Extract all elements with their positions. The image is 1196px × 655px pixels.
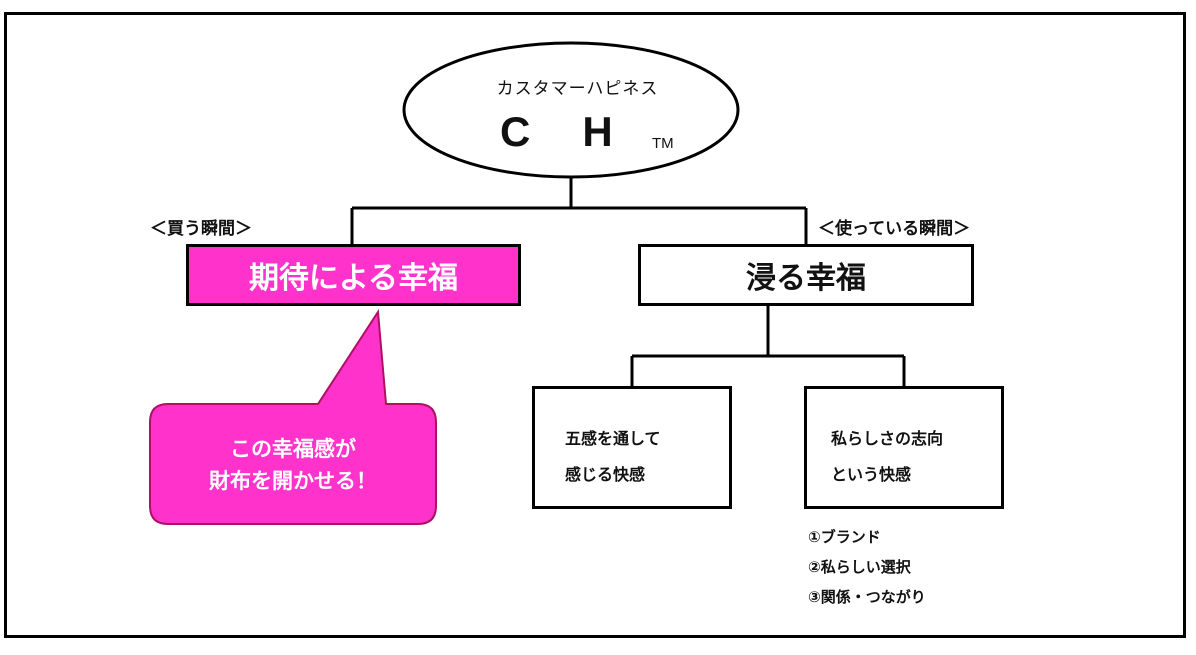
root-letter-c: C	[500, 108, 531, 155]
moment-label-buy: ＜買う瞬間＞	[150, 219, 252, 239]
node-line: 五感を通して	[565, 429, 661, 448]
node-title: 期待による幸福	[248, 261, 459, 296]
node-immersion-happiness: 浸る幸福	[638, 244, 974, 306]
trademark-mark: TM	[652, 135, 674, 152]
node-title: 浸る幸福	[746, 261, 866, 296]
moment-label-use: ＜使っている瞬間＞	[818, 219, 971, 239]
callout-text: この幸福感が 財布を開かせる！	[148, 433, 438, 497]
callout-line: 財布を開かせる！	[209, 469, 377, 493]
root-subtitle: カスタマーハピネス	[496, 79, 659, 99]
node-self-orientation: 私らしさの志向 という快感	[804, 386, 1004, 509]
node-line: 私らしさの志向	[831, 429, 944, 448]
node-line: 感じる快感	[565, 465, 646, 484]
root-letter-h: H	[582, 108, 613, 155]
callout-line: この幸福感が	[230, 437, 356, 461]
sub-item: ②私らしい選択	[808, 558, 911, 576]
node-five-senses: 五感を通して 感じる快感	[532, 386, 732, 509]
node-expectation-happiness: 期待による幸福	[186, 244, 521, 306]
node-line: という快感	[831, 465, 912, 484]
sub-item-list: ①ブランド ②私らしい選択 ③関係・つながり	[808, 522, 926, 612]
sub-item: ③関係・つながり	[808, 588, 926, 606]
callout-bubble	[149, 309, 437, 525]
sub-item: ①ブランド	[808, 528, 881, 546]
